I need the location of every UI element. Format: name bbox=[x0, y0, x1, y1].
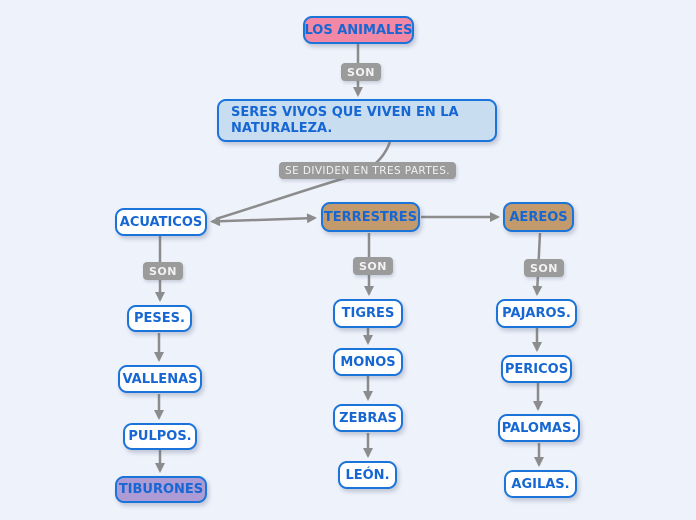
node-terrestres[interactable]: TERRESTRES bbox=[321, 202, 420, 232]
node-definition[interactable]: SERES VIVOS QUE VIVEN EN LA NATURALEZA. bbox=[217, 99, 497, 142]
node-peses[interactable]: PESES. bbox=[127, 305, 192, 332]
node-monos[interactable]: MONOS bbox=[333, 348, 403, 376]
link-label-son-root[interactable]: SON bbox=[341, 63, 381, 81]
node-pericos[interactable]: PERICOS bbox=[501, 355, 572, 383]
node-tigres[interactable]: TIGRES bbox=[333, 299, 403, 328]
node-leon[interactable]: LEÓN. bbox=[338, 461, 397, 489]
link-label-son-acuaticos[interactable]: SON bbox=[143, 262, 183, 280]
node-zebras[interactable]: ZEBRAS bbox=[333, 404, 403, 432]
link-label-son-aereos[interactable]: SON bbox=[524, 259, 564, 277]
node-pajaros[interactable]: PAJAROS. bbox=[496, 299, 577, 328]
link-label-se-dividen[interactable]: SE DIVIDEN EN TRES PARTES. bbox=[279, 162, 457, 179]
connector-division-to-acuaticos-terrestres bbox=[210, 213, 317, 227]
node-los-animales[interactable]: LOS ANIMALES bbox=[303, 16, 414, 44]
node-palomas[interactable]: PALOMAS. bbox=[498, 414, 580, 442]
node-pulpos[interactable]: PULPOS. bbox=[123, 423, 197, 450]
node-vallenas[interactable]: VALLENAS bbox=[118, 365, 202, 393]
node-tiburones[interactable]: TIBURONES bbox=[115, 476, 207, 503]
link-label-son-terrestres[interactable]: SON bbox=[353, 257, 393, 275]
node-aereos[interactable]: AEREOS bbox=[503, 202, 574, 232]
node-acuaticos[interactable]: ACUATICOS bbox=[115, 208, 207, 236]
node-agilas[interactable]: AGILAS. bbox=[504, 470, 577, 498]
